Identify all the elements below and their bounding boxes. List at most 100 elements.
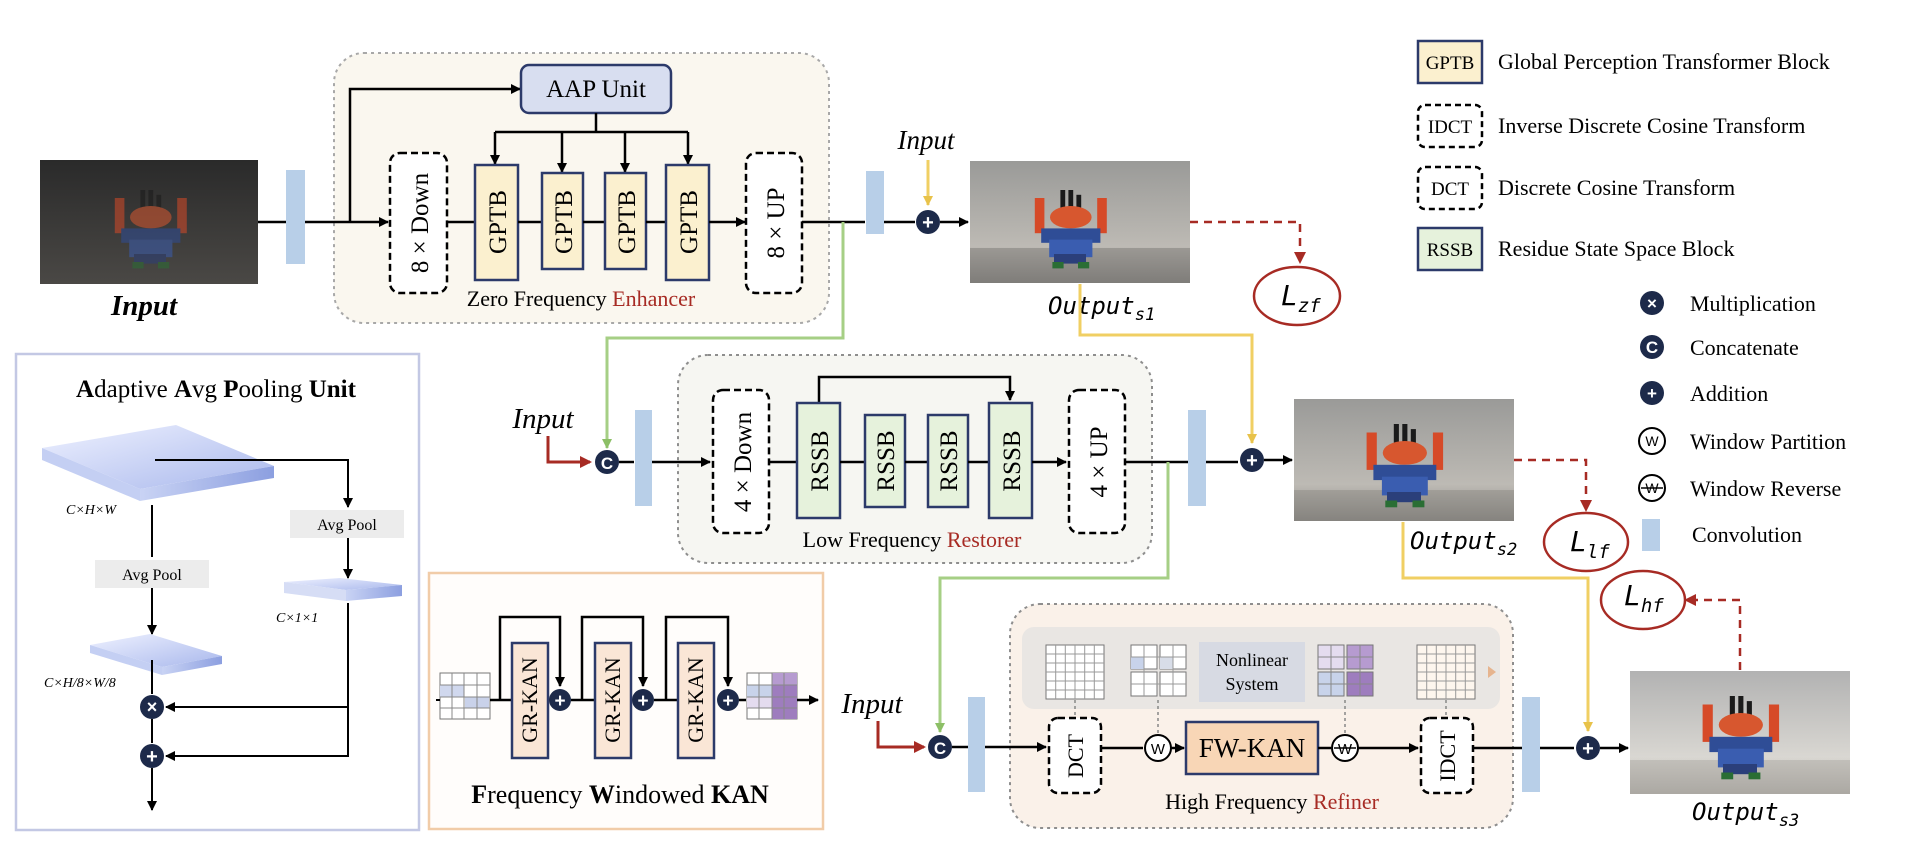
addition-node: + xyxy=(140,744,164,768)
dct-label: DCT xyxy=(1063,733,1088,778)
loss-lf-label: Llf xyxy=(1570,525,1610,563)
legend-label: Residue State Space Block xyxy=(1498,236,1734,261)
output-s2-label: Outputs2 xyxy=(1410,527,1517,560)
legend-label: Window Partition xyxy=(1690,429,1846,454)
svg-text:GR-KAN: GR-KAN xyxy=(517,657,542,743)
aap-panel-title: Adaptive Avg Pooling Unit xyxy=(76,376,357,403)
legend-label: Addition xyxy=(1690,381,1768,406)
svg-text:GR-KAN: GR-KAN xyxy=(683,657,708,743)
zero-frequency-enhancer: Input AAP Unit 8 × Down GPTB GPTB xyxy=(40,52,1342,327)
loss-zf xyxy=(1252,265,1342,327)
idct-block xyxy=(1419,716,1475,795)
svg-text:GPTB: GPTB xyxy=(485,190,512,254)
svg-text:+: + xyxy=(922,212,934,234)
zero-freq-title: Zero Frequency Enhancer xyxy=(467,286,696,311)
svg-text:+: + xyxy=(637,691,648,712)
legend-key: GPTB xyxy=(1426,53,1475,74)
fw-kan-block xyxy=(1184,720,1320,776)
addition-node: + xyxy=(916,210,940,234)
addition-node: + xyxy=(632,689,654,712)
output-image-s2 xyxy=(1294,399,1514,521)
legend-key: DCT xyxy=(1431,179,1469,200)
loss-hf xyxy=(1599,569,1687,631)
skip-line-yellow xyxy=(1078,284,1257,444)
svg-text:C: C xyxy=(601,454,613,473)
up-sample-8x-label: 8 × UP xyxy=(763,187,790,258)
legend-swatch xyxy=(1638,427,1666,455)
svg-text:+: + xyxy=(1246,450,1258,472)
output-s3-label: Outputs3 xyxy=(1692,798,1799,831)
gr-kan-block: GR-KAN xyxy=(593,641,633,760)
legend-swatch xyxy=(1416,165,1484,211)
svg-text:+: + xyxy=(722,691,733,712)
skip-line-green-2 xyxy=(935,462,1170,733)
multiplication-node: × xyxy=(140,695,164,719)
input-label-s2: Input xyxy=(511,403,574,435)
legend-key: × xyxy=(1647,294,1657,313)
legend: GPTB Global Perception Transformer BlockI… xyxy=(1416,39,1846,551)
window-reverse-node: W xyxy=(1331,734,1359,762)
high-frequency-refiner: Nonlinear System xyxy=(840,569,1850,831)
legend-item: GPTB Global Perception Transformer Block xyxy=(1416,39,1830,85)
output-image-s1 xyxy=(970,161,1190,283)
svg-text:+: + xyxy=(1582,738,1594,760)
avg-pool-box xyxy=(95,560,209,588)
gptb-block: GPTB xyxy=(603,171,648,271)
input-label-s3: Input xyxy=(840,688,903,720)
addition-node: + xyxy=(717,689,739,712)
low-frequency-restorer: Input C 4 × Down RSSB RSSB RSSB R xyxy=(511,354,1630,573)
loss-zf-label: Lzf xyxy=(1281,279,1321,317)
avg-pool-label: Avg Pool xyxy=(122,567,182,584)
feature-slab-pool xyxy=(90,634,222,675)
legend-key: C xyxy=(1646,338,1658,357)
legend-swatch xyxy=(1416,226,1484,272)
fw-kan-label: FW-KAN xyxy=(1199,733,1306,763)
addition-node: + xyxy=(549,689,571,712)
svg-text:GPTB: GPTB xyxy=(551,190,578,254)
output-s1-label: Outputs1 xyxy=(1048,292,1155,325)
svg-text:C: C xyxy=(934,739,946,758)
svg-text:W: W xyxy=(1151,741,1166,758)
up-sample-4x-label: 4 × UP xyxy=(1086,426,1113,497)
legend-label: Global Perception Transformer Block xyxy=(1498,49,1830,74)
input-label-main: Input xyxy=(110,290,178,322)
legend-key: IDCT xyxy=(1428,117,1473,138)
legend-swatch xyxy=(1640,381,1664,405)
legend-swatch xyxy=(1416,103,1484,149)
down-sample-8x-label: 8 × Down xyxy=(407,172,434,273)
fw-kan-title: Frequency Windowed KAN xyxy=(471,780,769,809)
low-freq-title: Low Frequency Restorer xyxy=(803,527,1022,552)
legend-label: Convolution xyxy=(1692,522,1802,547)
addition-node: + xyxy=(1576,736,1600,760)
window-partition-node: W xyxy=(1144,734,1172,762)
rssb-block: RSSB xyxy=(795,401,842,520)
frequency-grid-output xyxy=(1416,644,1476,700)
svg-text:RSSB: RSSB xyxy=(807,430,834,491)
dim-pool-label: C×H/8×W/8 xyxy=(44,676,116,691)
dim-full-label: C×H×W xyxy=(66,503,117,518)
nonlinear-system-box xyxy=(1199,642,1305,702)
svg-text:GR-KAN: GR-KAN xyxy=(600,657,625,743)
aap-unit-label: AAP Unit xyxy=(546,76,646,103)
window-grid-purple xyxy=(1317,644,1374,697)
gptb-block: GPTB xyxy=(473,163,520,282)
legend-swatch xyxy=(1642,519,1660,551)
gr-kan-block: GR-KAN xyxy=(676,641,716,760)
frequency-grid xyxy=(1045,644,1105,700)
loss-lf xyxy=(1542,511,1630,573)
feature-slab-full xyxy=(42,425,274,501)
legend-key: RSSB xyxy=(1427,240,1473,261)
gptb-block: GPTB xyxy=(664,163,711,282)
svg-text:RSSB: RSSB xyxy=(873,430,900,491)
svg-text:RSSB: RSSB xyxy=(999,430,1026,491)
input-label-s1: Input xyxy=(897,125,956,155)
svg-text:GPTB: GPTB xyxy=(676,190,703,254)
addition-node: + xyxy=(1240,448,1264,472)
concatenate-node: C xyxy=(595,450,619,474)
legend-label: Multiplication xyxy=(1690,291,1816,316)
skip-line-green xyxy=(602,222,845,449)
svg-text:+: + xyxy=(146,746,158,768)
